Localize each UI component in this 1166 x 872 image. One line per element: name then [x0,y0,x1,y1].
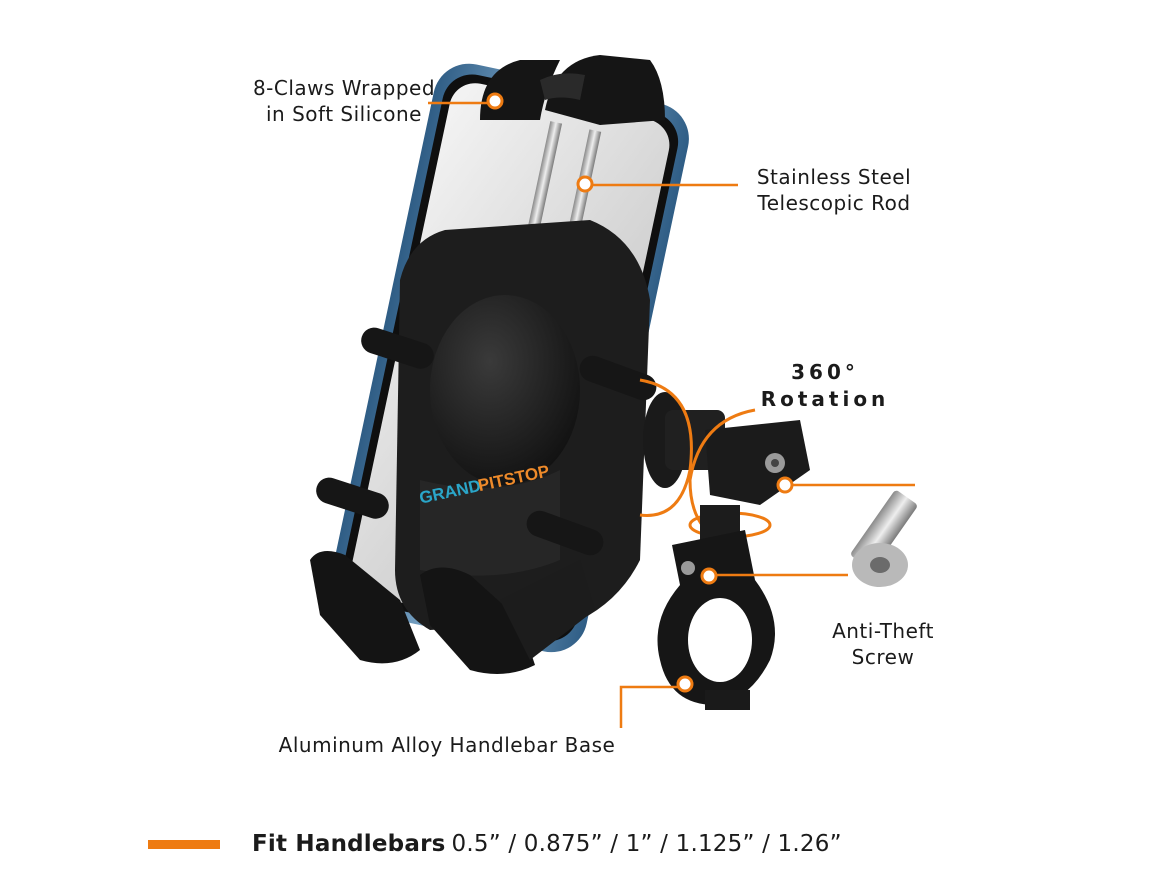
callout-base: Aluminum Alloy Handlebar Base [278,733,616,757]
callout-claws-line2: in Soft Silicone [266,102,422,126]
top-claws [480,55,665,125]
callout-rotation-line2: Rotation [760,387,890,411]
handlebar-clamp [657,505,775,710]
screw-image [851,490,917,587]
callout-rod-line1: Stainless Steel [756,165,912,189]
callout-claws-leader [428,92,504,110]
callout-screw-line1: Anti-Theft [832,619,934,643]
holder-body [395,220,650,630]
callout-rod: Stainless Steel Telescopic Rod [742,164,926,216]
footer-accent-bar [148,839,220,849]
callout-rod-line2: Telescopic Rod [757,191,911,215]
footer-sizes: 0.5” / 0.875” / 1” / 1.125” / 1.26” [451,831,842,857]
callout-base-leader [619,675,694,728]
side-arms [316,327,657,556]
callout-screw-leader-1 [776,476,915,494]
callout-rotation: 360° Rotation [752,359,898,413]
bottom-claws [310,551,595,674]
callout-rotation-line1: 360° [791,360,859,384]
callout-rod-leader [576,175,738,193]
callout-screw-line2: Screw [851,645,915,669]
callout-screw-leader-2 [700,567,848,585]
footer-label: Fit Handlebars [252,831,446,857]
callout-claws: 8-Claws Wrapped in Soft Silicone [236,75,452,127]
callout-claws-line1: 8-Claws Wrapped [252,76,436,100]
callout-screw: Anti-Theft Screw [812,618,954,670]
